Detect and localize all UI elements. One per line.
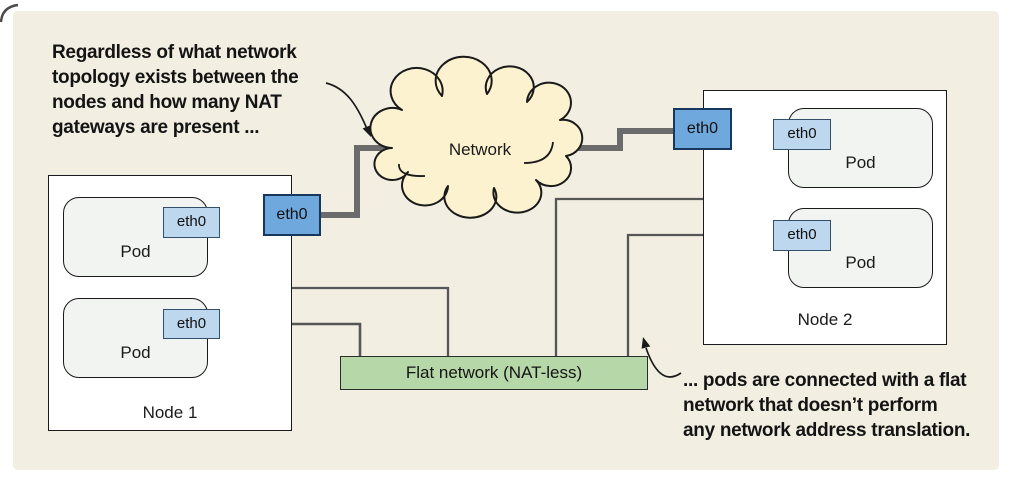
topology-note-arrow <box>325 82 368 130</box>
node2-pod1-eth0-interface: eth0 <box>773 119 831 150</box>
node2-label: Node 2 <box>797 310 853 329</box>
node2-pod2-eth0-interface: eth0 <box>773 220 831 251</box>
topology-note-line: nodes and how many NAT <box>52 92 282 113</box>
topology-note-line: gateways are present ... <box>52 117 260 138</box>
node1-pod2-label: Pod <box>120 343 151 362</box>
topology-note-line: Regardless of what network <box>52 42 297 63</box>
flat-note-line: network that doesn’t perform <box>683 395 938 416</box>
node1-eth0-interface: eth0 <box>263 194 321 236</box>
network-cloud-label: Network <box>448 140 512 159</box>
flat-network-box: Flat network (NAT-less) <box>340 356 648 390</box>
flat-note: ... pods are connected with a flat netwo… <box>683 368 970 443</box>
node1-pod1-label: Pod <box>120 242 151 261</box>
topology-note: Regardless of what network topology exis… <box>52 40 299 140</box>
node1-label: Node 1 <box>142 403 198 422</box>
node1-pod2-eth0-interface: eth0 <box>163 309 220 339</box>
node2-pod1-label: Pod <box>845 153 876 172</box>
cloud-inner-curl-right <box>523 141 554 164</box>
cloud-inner-curl-left <box>398 163 426 177</box>
node1-uplink-line <box>318 145 392 218</box>
flat-note-line: ... pods are connected with a flat <box>683 370 967 391</box>
node2-pod2-label: Pod <box>845 253 876 272</box>
node2-uplink-line <box>572 128 676 151</box>
flat-note-line: any network address translation. <box>683 420 971 441</box>
figure-corner-arc <box>0 3 19 23</box>
node1-pod1-eth0-interface: eth0 <box>163 207 220 238</box>
flat-note-arrowhead <box>641 337 651 349</box>
flat-note-arrow <box>645 347 682 378</box>
node2-eth0-interface: eth0 <box>673 108 732 150</box>
topology-note-arrowhead <box>362 125 371 137</box>
topology-note-line: topology exists between the <box>52 67 299 88</box>
network-cloud-shape <box>369 55 584 219</box>
